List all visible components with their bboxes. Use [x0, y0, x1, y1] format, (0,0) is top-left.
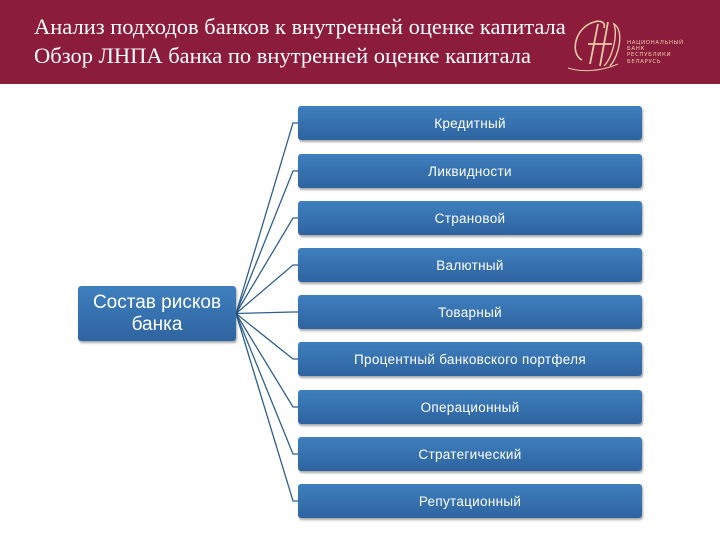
connector-line-2: [235, 170, 298, 314]
risk-node-operational: Операционный: [298, 390, 642, 424]
risk-node-label: Операционный: [420, 399, 520, 415]
root-node-label: Состав рисков банка: [92, 291, 222, 335]
risk-node-interest-rate-banking-book: Процентный банковского портфеля: [298, 342, 642, 376]
connector-line-5: [235, 311, 298, 315]
connector-line-8: [235, 313, 298, 455]
risk-node-reputational: Репутационный: [298, 484, 642, 518]
connector-line-4: [235, 264, 298, 314]
risk-node-currency: Валютный: [298, 248, 642, 282]
connector-line-1: [235, 122, 298, 314]
risk-node-credit: Кредитный: [298, 106, 642, 140]
connector-line-6: [235, 312, 298, 360]
risk-node-commodity: Товарный: [298, 295, 642, 329]
risk-node-label: Товарный: [438, 304, 502, 320]
risk-node-label: Валютный: [436, 257, 504, 273]
risk-node-label: Стратегический: [418, 446, 522, 462]
connector-line-7: [235, 313, 298, 408]
connector-line-9: [235, 313, 298, 502]
connector-line-3: [235, 217, 298, 314]
root-node-risk-composition: Состав рисков банка: [78, 286, 236, 341]
risk-node-strategic: Стратегический: [298, 437, 642, 471]
title-line-1: Анализ подходов банков к внутренней оцен…: [34, 14, 566, 39]
logo-line: БАНК: [627, 46, 645, 53]
bank-logo-text: НАЦИОНАЛЬНЫЙ БАНК РЕСПУБЛИКИ БЕЛАРУСЬ: [627, 40, 707, 65]
risk-node-country: Страновой: [298, 201, 642, 235]
title-line-2: Обзор ЛНПА банка по внутренней оценке ка…: [34, 43, 531, 68]
risk-node-label: Процентный банковского портфеля: [354, 351, 586, 367]
logo-line: БЕЛАРУСЬ: [627, 58, 662, 65]
logo-line: РЕСПУБЛИКИ: [627, 52, 672, 59]
logo-line: НАЦИОНАЛЬНЫЙ: [627, 40, 684, 46]
risk-node-liquidity: Ликвидности: [298, 154, 642, 188]
risk-node-label: Кредитный: [434, 115, 506, 131]
bank-logo-monogram-icon: [567, 20, 621, 72]
risk-node-label: Страновой: [434, 210, 506, 226]
slide-title: Анализ подходов банков к внутренней оцен…: [34, 12, 634, 70]
title-bar: Анализ подходов банков к внутренней оцен…: [0, 0, 720, 84]
risk-node-label: Репутационный: [418, 493, 522, 509]
risk-node-label: Ликвидности: [428, 163, 512, 179]
